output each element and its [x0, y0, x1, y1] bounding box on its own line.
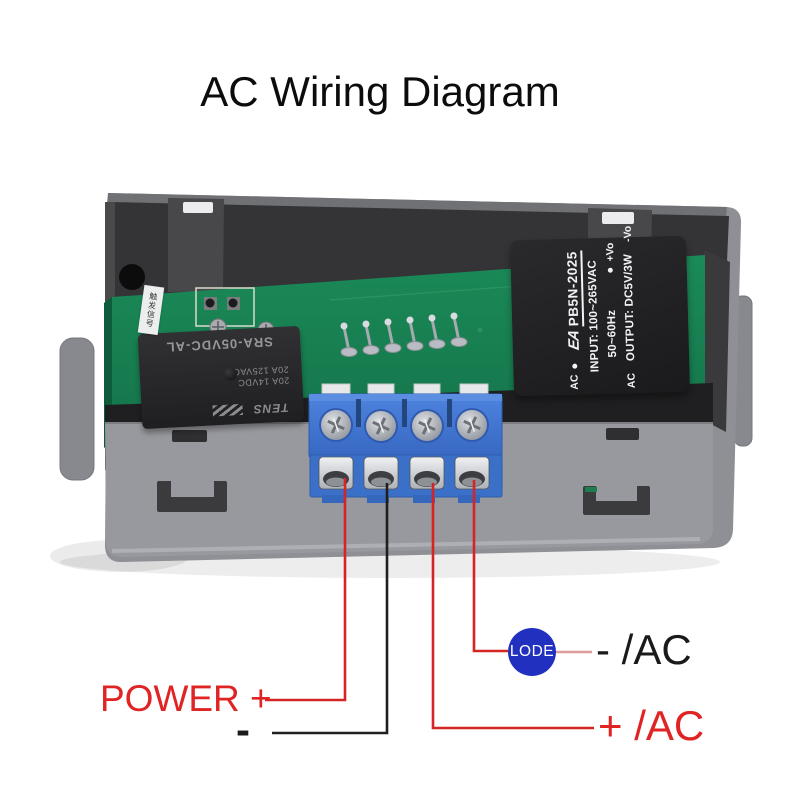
relay-model: SRA-05VDC-AL [165, 334, 274, 355]
load-badge: LODE [508, 628, 556, 676]
case-right-inner-wall [703, 250, 730, 432]
pcb-via [477, 327, 483, 333]
bezel-slot-right [606, 428, 639, 440]
psu-pin-dot [607, 267, 613, 273]
solder-pad [204, 297, 217, 310]
psu-pin-vo-plus: +Vo [603, 242, 617, 262]
back-clip-slot-left [183, 202, 213, 213]
bezel-notch-left-step [171, 481, 214, 497]
terminal-lower-body [309, 454, 503, 498]
back-clip-tab-left [168, 198, 224, 292]
psu-pin-ac2: AC [625, 372, 638, 389]
relay: TENS 20A 14VDC 20A 125VAC SRA-05VDC-AL [137, 325, 305, 430]
wire-load-live [431, 483, 594, 730]
pad-hole [205, 298, 215, 308]
pin-row [342, 316, 461, 352]
label-power-plus: POWER + [100, 678, 272, 719]
terminal-screws [319, 408, 489, 443]
case-top-lip [107, 193, 727, 218]
wire-power-minus [272, 483, 389, 735]
case-shadow-left [50, 540, 190, 572]
relay-logo-icon [212, 404, 243, 417]
psu-output-line: OUTPUT: DC5V/3W [621, 253, 637, 362]
pcb-edge [104, 297, 112, 448]
pin-tips [340, 312, 458, 330]
psu-brand: EA [564, 329, 583, 352]
page-title: AC Wiring Diagram [200, 68, 560, 115]
bezel-notch-right-step [596, 486, 637, 501]
psu-model: PB5N-2025 [563, 250, 584, 327]
bezel-slot-left [172, 430, 207, 442]
terminal-top-highlight [309, 394, 502, 401]
bezel-notch-pcb-sliver [585, 487, 597, 492]
bezel-notch-left [157, 481, 227, 512]
wire-load-neutral [472, 480, 508, 653]
psu-freq-line: 50~60Hz [605, 309, 619, 358]
terminal-divider [356, 399, 361, 427]
silkscreen-box [195, 287, 255, 327]
pin-bases [340, 337, 468, 357]
bezel-bottom-lip [111, 537, 701, 553]
back-clip-slot-right [602, 212, 634, 224]
label-power-minus: - [236, 706, 250, 753]
label-load-live: + /AC [598, 702, 705, 749]
wire-power-plus [265, 478, 347, 702]
terminal-feet [322, 495, 480, 503]
terminal-pcb-tab [321, 383, 351, 395]
terminal-pcb-tab [413, 383, 441, 395]
power-module: AC EAPB5N-2025 INPUT: 100~265VAC 50~60Hz… [509, 226, 691, 397]
label-load-neutral: - /AC [596, 626, 692, 673]
right-latch [733, 295, 753, 447]
bezel-notch-right [583, 486, 650, 515]
solder-pad [227, 297, 240, 310]
terminal-wire-openings [318, 456, 490, 490]
front-bezel [105, 423, 713, 558]
case-left-inner-wall [105, 202, 115, 470]
terminal-divider [402, 399, 407, 427]
terminal-block [308, 383, 503, 503]
power-module-label-face: AC EAPB5N-2025 INPUT: 100~265VAC 50~60Hz… [510, 226, 690, 397]
relay-label-face: TENS 20A 14VDC 20A 125VAC SRA-05VDC-AL [138, 326, 305, 429]
terminal-pcb-tab [367, 383, 395, 395]
terminal-pcb-tab [459, 383, 489, 395]
terminal-divider [447, 399, 452, 427]
terminal-upper-body [308, 393, 503, 459]
psu-pin-ac1: AC [568, 374, 581, 390]
pad-hole [228, 298, 238, 308]
psu-pin-vo-minus: -Vo [621, 225, 634, 243]
pcb-mounting-hole [119, 264, 145, 290]
case-shadow [60, 546, 720, 578]
left-latch [59, 337, 95, 481]
pcb-trace [519, 397, 649, 409]
relay-brand: TENS [252, 400, 290, 417]
pcb-sticker: 触发信号 [137, 284, 165, 336]
psu-pin-dot [571, 363, 577, 369]
psu-input-line: INPUT: 100~265VAC [586, 259, 601, 373]
